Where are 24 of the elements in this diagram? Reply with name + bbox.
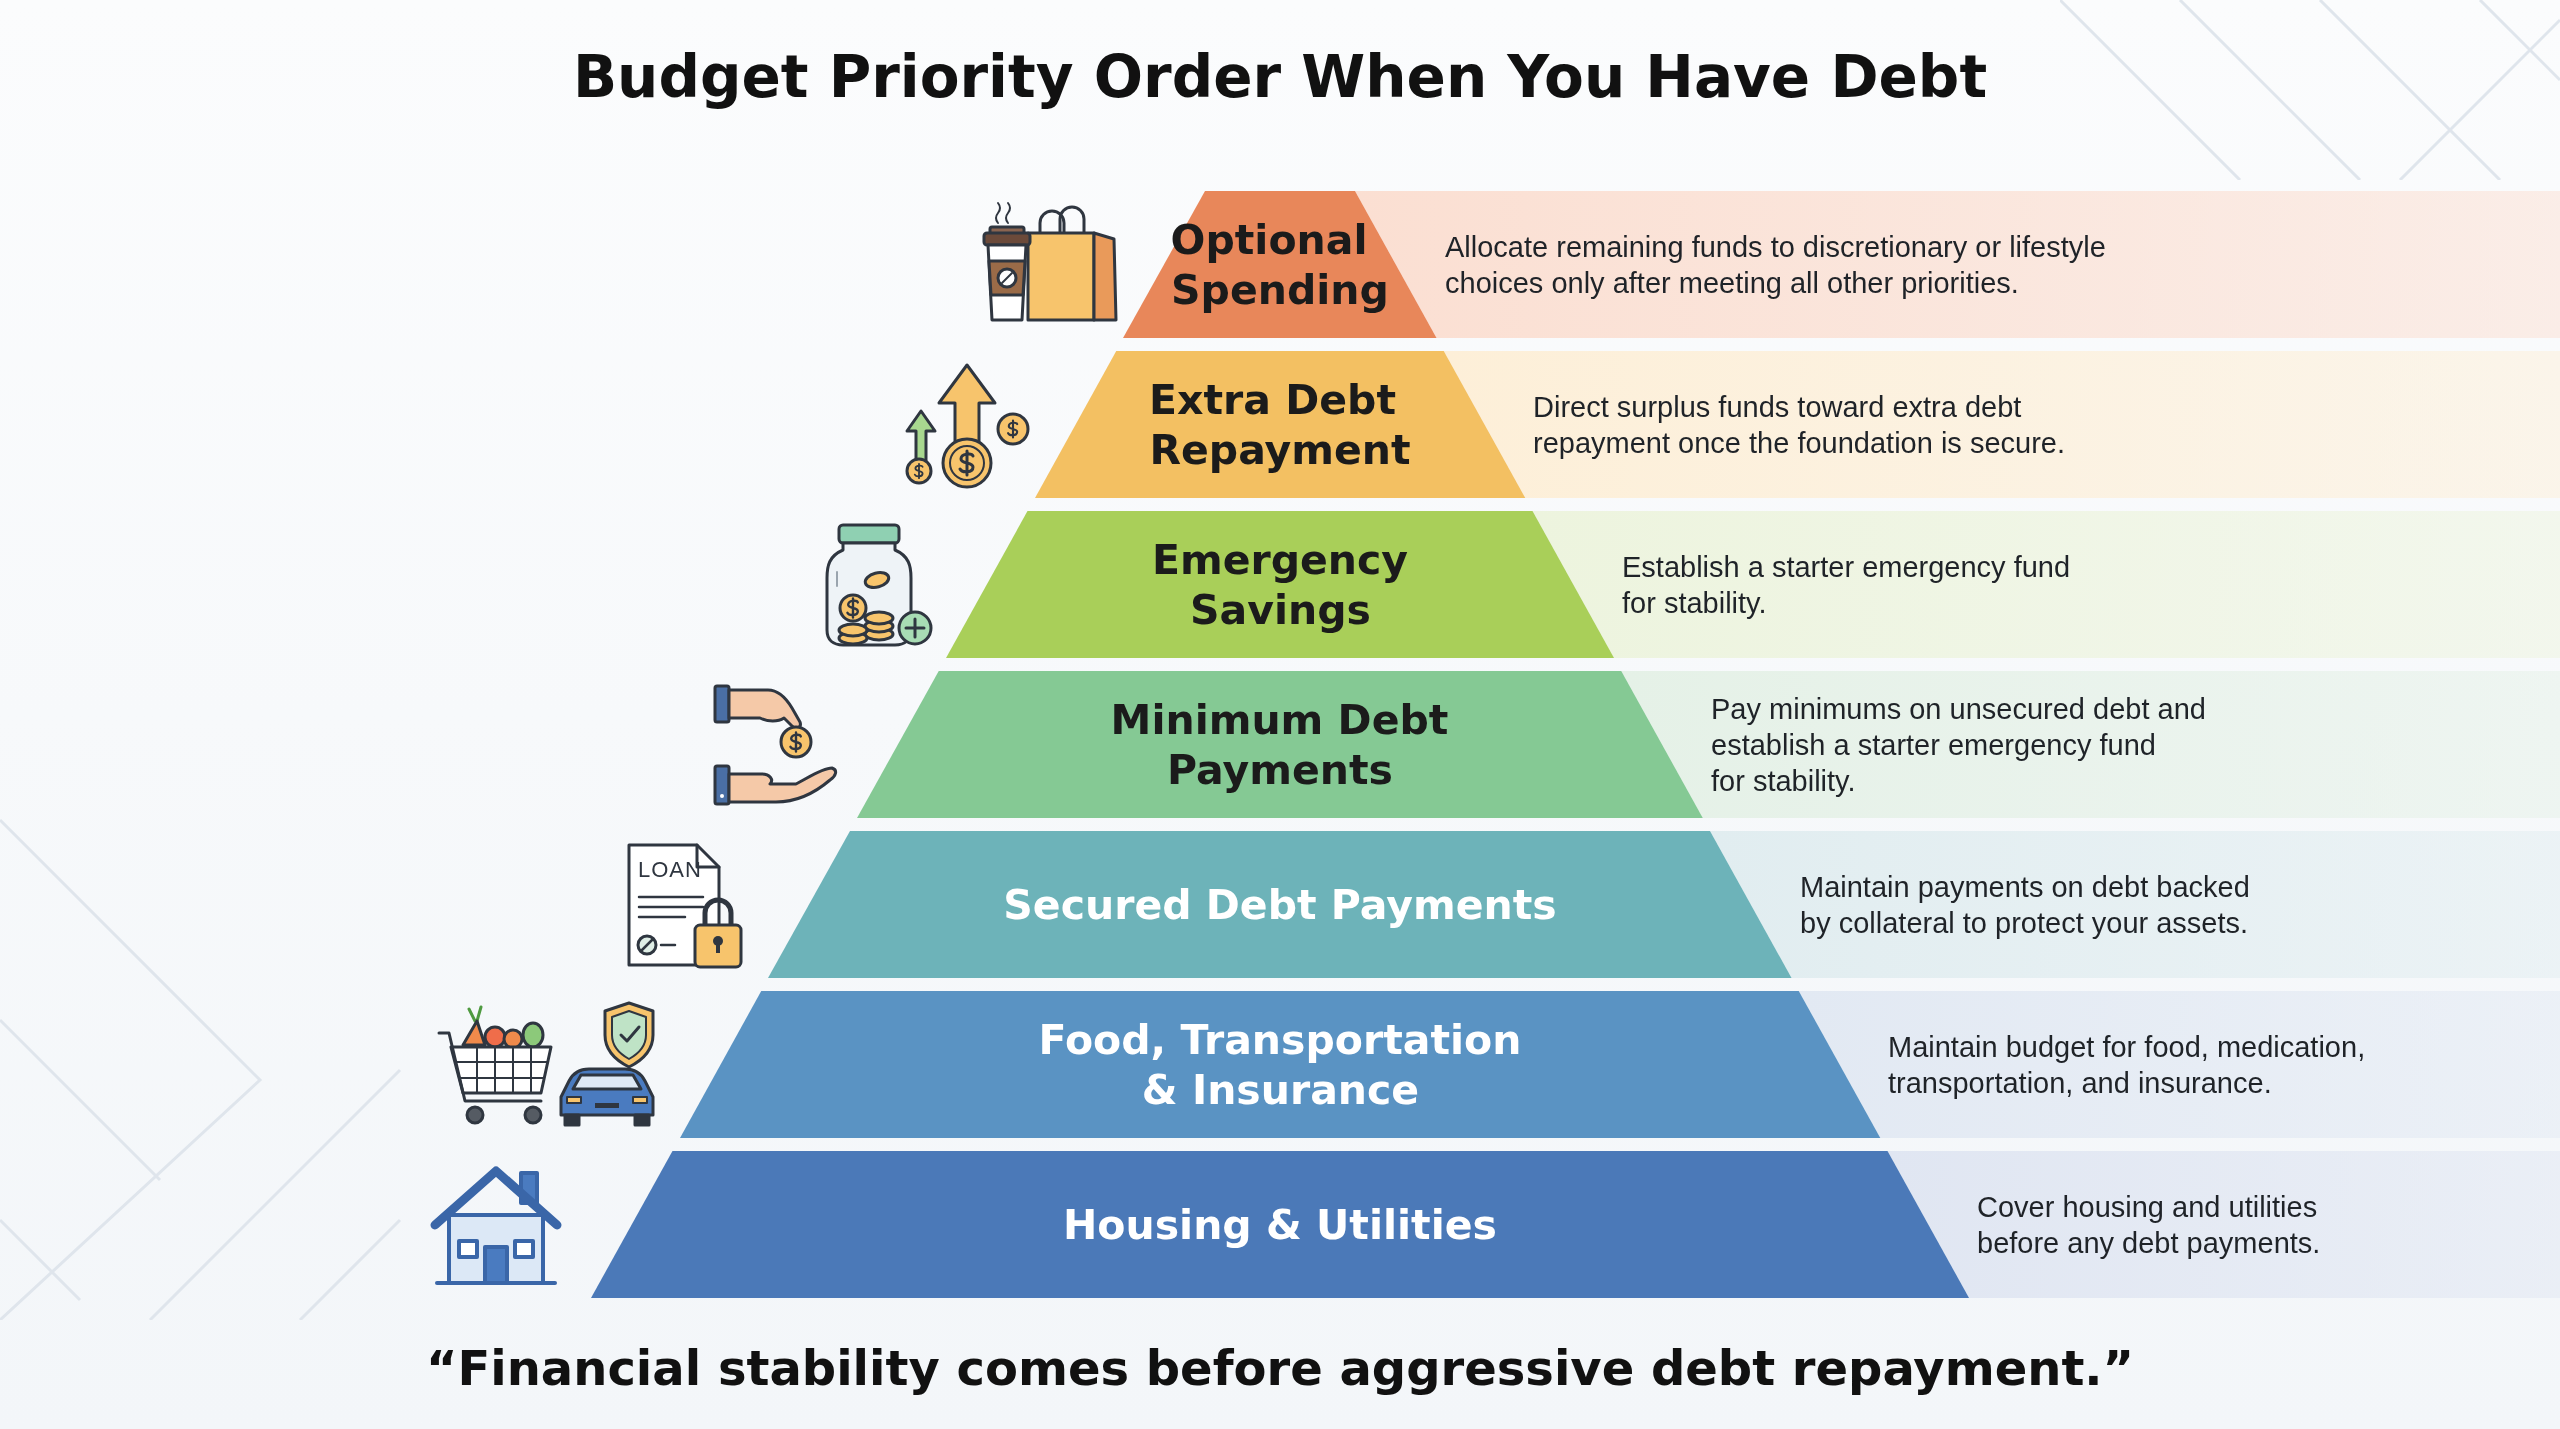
tier-description: Direct surplus funds toward extra debt repayment once the foundation is secure. bbox=[1533, 390, 2066, 461]
tier-title: Emergency Savings bbox=[1150, 535, 1410, 635]
tier-description: Allocate remaining funds to discretionary or lifestyle choices only after meeting all other priorities. bbox=[1445, 230, 2107, 301]
tier-description: Establish a starter emergency fund for stability. bbox=[1622, 550, 2072, 621]
tier-description: Pay minimums on unsecured debt and establish a starter emergency fund for stability. bbox=[1711, 692, 2207, 799]
pyramid-tier bbox=[591, 1151, 2560, 1298]
pyramid-tier bbox=[946, 511, 2560, 658]
tier-title: Secured Debt Payments bbox=[1002, 880, 1558, 930]
tier-description: Maintain budget for food, medication, transportation, and insurance. bbox=[1888, 1030, 2367, 1101]
quote-caption: “Financial stability comes before aggressive debt repayment.” bbox=[425, 1339, 2135, 1397]
tier-description: Cover housing and utilities before any debt payments. bbox=[1977, 1190, 2322, 1261]
tier-title: Extra Debt Repayment bbox=[1148, 375, 1412, 475]
tier-description: Maintain payments on debt backed by collateral to protect your assets. bbox=[1800, 870, 2251, 941]
pyramid-tier bbox=[768, 831, 2560, 978]
pyramid-tier bbox=[857, 671, 2560, 818]
tier-title: Minimum Debt Payments bbox=[1109, 695, 1450, 795]
tier-title: Optional Spending bbox=[1169, 215, 1390, 315]
pyramid-tier bbox=[680, 991, 2560, 1138]
tier-title: Food, Transportation & Insurance bbox=[1037, 1015, 1523, 1115]
pyramid-tier bbox=[1035, 351, 2560, 498]
diagram-title: Budget Priority Order When You Have Debt bbox=[572, 42, 1988, 112]
tier-title: Housing & Utilities bbox=[1062, 1200, 1498, 1250]
pyramid-tier bbox=[1123, 191, 2560, 338]
document-label: LOAN bbox=[638, 857, 702, 883]
